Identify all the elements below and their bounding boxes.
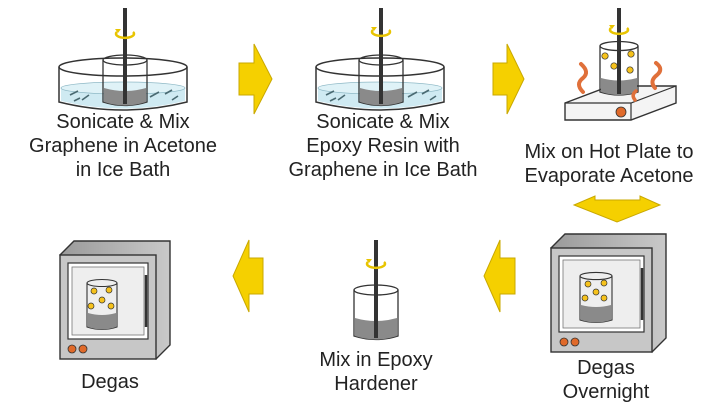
- arrow-left-2: [232, 239, 264, 313]
- arrows: [232, 43, 662, 313]
- step4-caption: Degas Overnight: [536, 356, 676, 404]
- step3-hot-plate-icon: [564, 8, 677, 121]
- step5-caption: Mix in Epoxy Hardener: [296, 348, 456, 396]
- arrow-right-1: [238, 43, 273, 115]
- step6-vacuum-oven-icon: [59, 240, 171, 361]
- step1-caption-line3: in Ice Bath: [75, 159, 171, 181]
- step1-caption-line2: Graphene in Acetone: [29, 135, 217, 157]
- step1-caption-line1: Sonicate & Mix: [56, 111, 190, 133]
- step2-ice-bath-icon: [315, 8, 445, 111]
- step2-caption-line2: Epoxy Resin with: [306, 135, 460, 157]
- step1-ice-bath-icon: [58, 8, 188, 111]
- step5-caption-line2: Hardener: [334, 373, 418, 395]
- step4-vacuum-oven-icon: [550, 233, 667, 353]
- step6-caption: Degas: [60, 370, 160, 394]
- step3-caption: Mix on Hot Plate to Evaporate Acetone: [506, 140, 712, 188]
- arrow-right-2: [492, 43, 525, 115]
- step4-caption-line2: Overnight: [562, 381, 650, 403]
- step1-caption: Sonicate & Mix Graphene in Acetone in Ic…: [8, 110, 238, 182]
- step6-caption-line1: Degas: [81, 371, 139, 393]
- step2-caption-line3: Graphene in Ice Bath: [288, 159, 478, 181]
- step2-caption: Sonicate & Mix Epoxy Resin with Graphene…: [268, 110, 498, 182]
- arrow-left-1: [483, 239, 516, 313]
- step3-caption-line2: Evaporate Acetone: [524, 165, 694, 187]
- arrow-down: [572, 195, 662, 223]
- step3-caption-line1: Mix on Hot Plate to: [524, 141, 694, 163]
- step5-caption-line1: Mix in Epoxy: [319, 349, 433, 371]
- step5-beaker-icon: [353, 240, 399, 341]
- step2-caption-line1: Sonicate & Mix: [316, 111, 450, 133]
- step4-caption-line1: Degas: [577, 357, 635, 379]
